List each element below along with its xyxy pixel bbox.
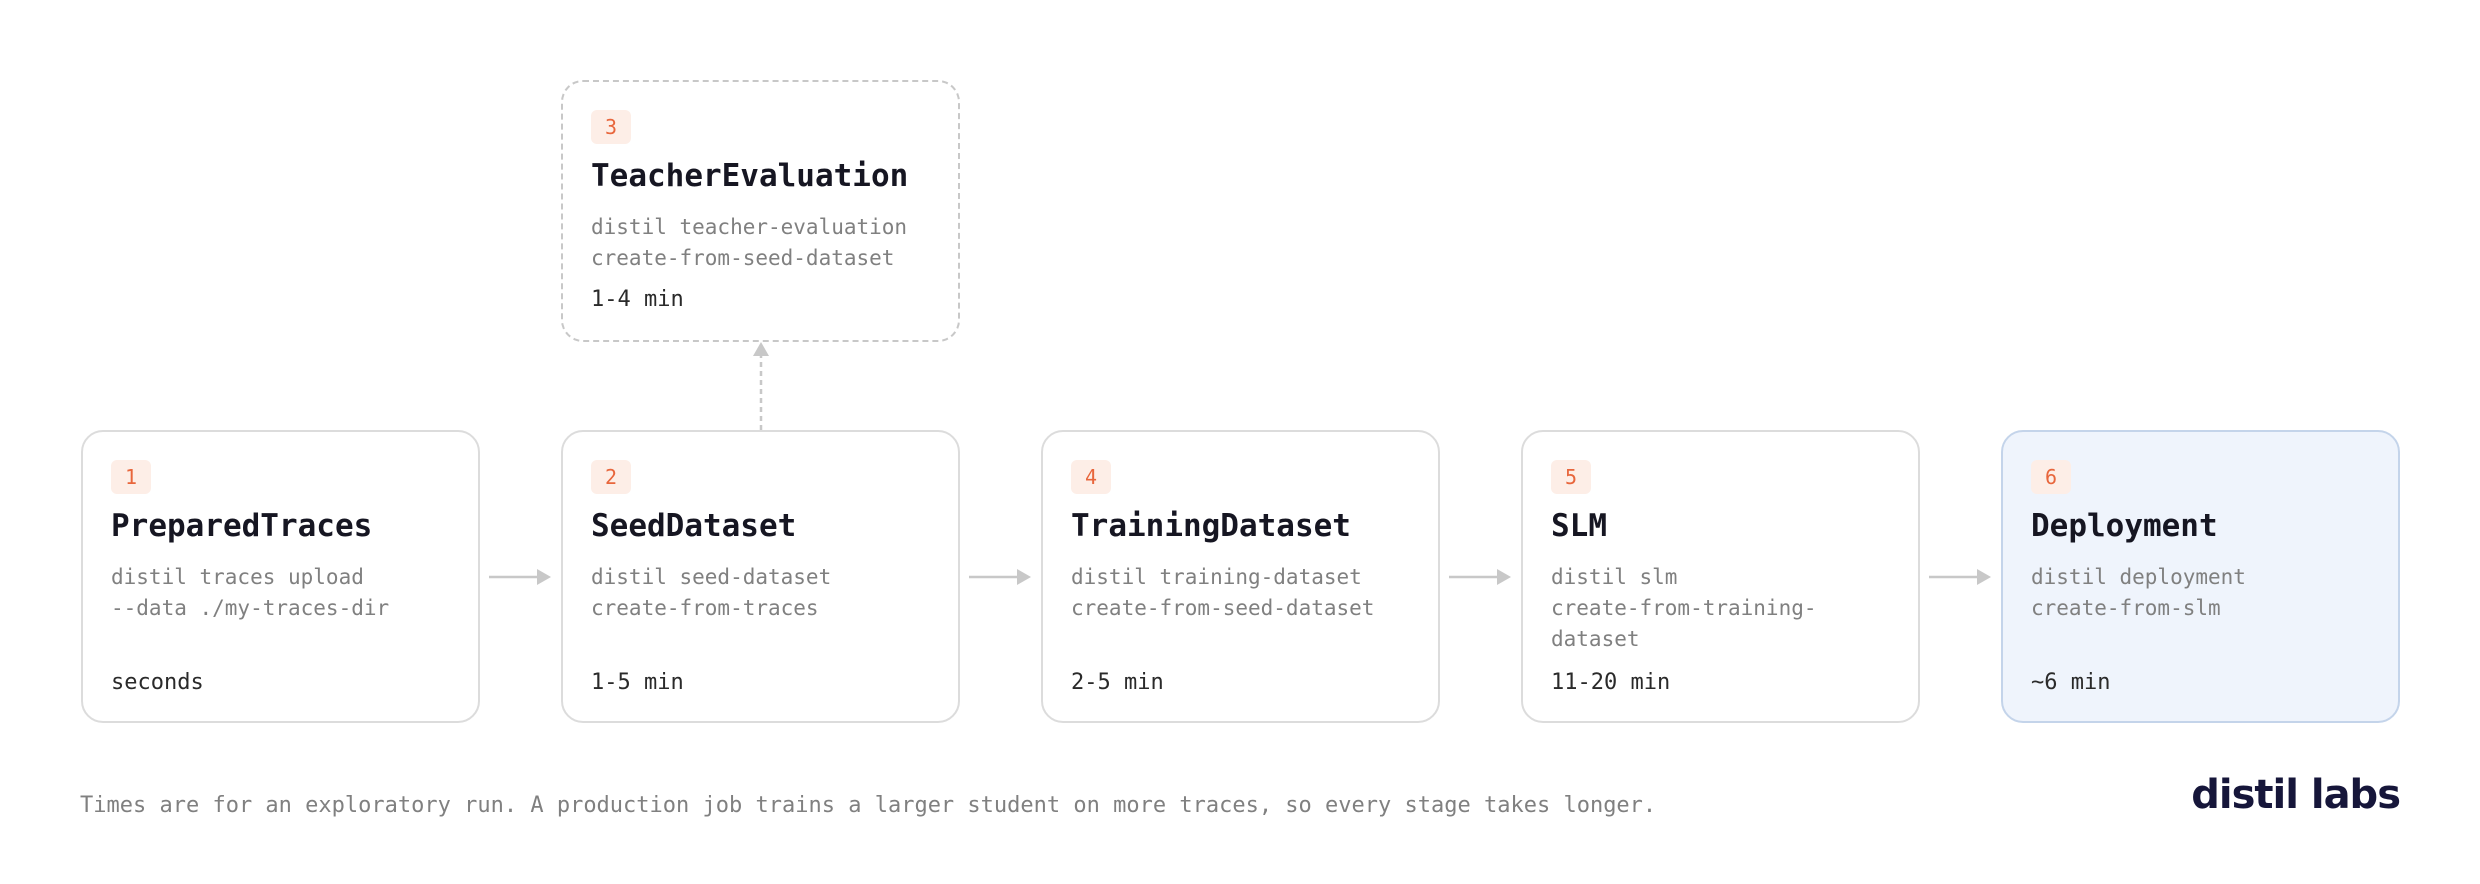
stage-command-line: distil traces upload <box>111 565 364 589</box>
arrow-right-icon <box>969 569 1031 585</box>
stage-number-badge: 2 <box>591 460 631 494</box>
stage-command-line: distil slm <box>1551 565 1678 589</box>
stage-time: seconds <box>111 670 204 695</box>
stage-card-training-dataset: 4 TrainingDataset distil training-datase… <box>1041 430 1440 723</box>
stage-time: 2-5 min <box>1071 670 1164 695</box>
stage-command-line: distil teacher-evaluation <box>591 215 908 239</box>
stage-card-deployment: 6 Deployment distil deployment create-fr… <box>2001 430 2400 723</box>
stage-time: 1-4 min <box>591 287 684 312</box>
stage-time: 11-20 min <box>1551 670 1671 695</box>
stage-title: PreparedTraces <box>111 508 373 544</box>
footnote: Times are for an exploratory run. A prod… <box>80 793 1657 818</box>
stage-command: distil slm create-from-training- dataset <box>1551 562 1898 655</box>
stage-title: TrainingDataset <box>1071 508 1351 544</box>
brand-logo: distil labs <box>2191 772 2401 818</box>
stage-time: 1-5 min <box>591 670 684 695</box>
stage-command: distil seed-dataset create-from-traces <box>591 562 938 624</box>
stage-card-prepared-traces: 1 PreparedTraces distil traces upload --… <box>81 430 480 723</box>
stage-card-teacher-evaluation: 3 TeacherEvaluation distil teacher-evalu… <box>561 80 960 342</box>
stage-number-badge: 4 <box>1071 460 1111 494</box>
stage-command-line: --data ./my-traces-dir <box>111 596 390 620</box>
stage-title: TeacherEvaluation <box>591 158 909 194</box>
stage-number-badge: 3 <box>591 110 631 144</box>
stage-card-seed-dataset: 2 SeedDataset distil seed-dataset create… <box>561 430 960 723</box>
stage-command: distil training-dataset create-from-seed… <box>1071 562 1418 624</box>
stage-command-line: create-from-seed-dataset <box>591 246 895 270</box>
stage-command-line: distil seed-dataset <box>591 565 832 589</box>
stage-title: SeedDataset <box>591 508 797 544</box>
arrow-right-icon <box>1449 569 1511 585</box>
stage-number-badge: 6 <box>2031 460 2071 494</box>
stage-command-line: create-from-seed-dataset <box>1071 596 1375 620</box>
stage-card-slm: 5 SLM distil slm create-from-training- d… <box>1521 430 1920 723</box>
stage-command-line: create-from-slm <box>2031 596 2221 620</box>
stage-time: ~6 min <box>2031 670 2111 695</box>
stage-title: SLM <box>1551 508 1607 544</box>
arrow-right-icon <box>489 569 551 585</box>
stage-command-line: dataset <box>1551 627 1640 651</box>
stage-command-line: create-from-traces <box>591 596 819 620</box>
stage-command-line: distil deployment <box>2031 565 2246 589</box>
arrow-right-icon <box>1929 569 1991 585</box>
stage-title: Deployment <box>2031 508 2218 544</box>
stage-number-badge: 5 <box>1551 460 1591 494</box>
stage-command: distil teacher-evaluation create-from-se… <box>591 212 938 274</box>
stage-command-line: create-from-training- <box>1551 596 1817 620</box>
arrow-up-dashed-icon <box>753 342 769 430</box>
stage-number-badge: 1 <box>111 460 151 494</box>
stage-command: distil traces upload --data ./my-traces-… <box>111 562 458 624</box>
stage-command: distil deployment create-from-slm <box>2031 562 2378 624</box>
stage-command-line: distil training-dataset <box>1071 565 1362 589</box>
